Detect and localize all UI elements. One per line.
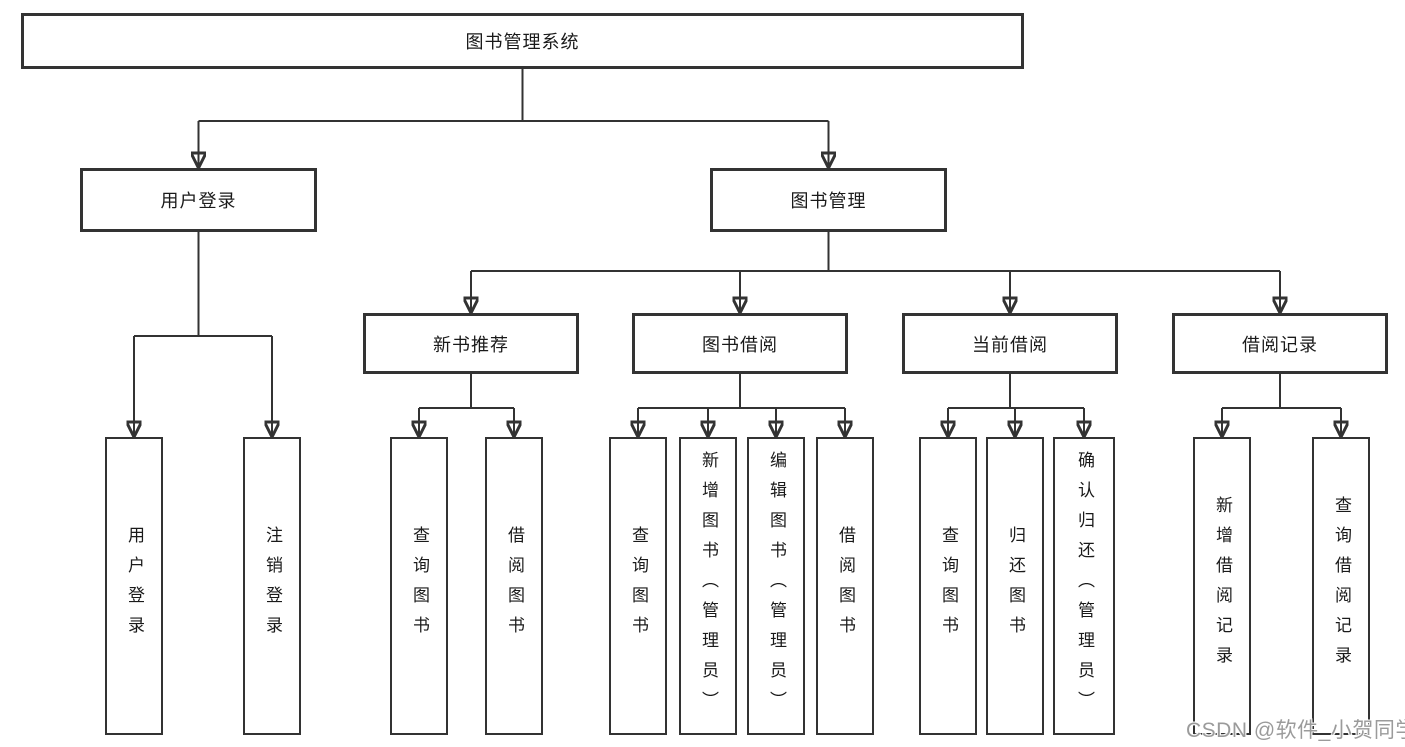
node-current-borrowing-label: 当前借阅 bbox=[972, 334, 1048, 355]
leaf-add-borrow-record: 新增借阅记录 bbox=[1193, 437, 1251, 735]
leaf-user-login: 用户登录 bbox=[105, 437, 163, 735]
connector-book-mgmt-children bbox=[471, 232, 1280, 313]
connector-borrow-record-children bbox=[1222, 374, 1341, 437]
node-book-management: 图书管理 bbox=[710, 168, 947, 232]
csdn-watermark: CSDN @软件_小贺同学 bbox=[1186, 719, 1405, 742]
leaf-query-books-borrowing: 查询图书 bbox=[609, 437, 667, 735]
node-book-borrowing-label: 图书借阅 bbox=[702, 334, 778, 355]
node-borrowing-records-label: 借阅记录 bbox=[1242, 334, 1318, 355]
leaf-logout: 注销登录 bbox=[243, 437, 301, 735]
leaf-return-books: 归还图书 bbox=[986, 437, 1044, 735]
connector-current-borrow-children bbox=[948, 374, 1084, 437]
leaf-edit-books-admin: 编辑图书（管理员） bbox=[747, 437, 805, 735]
leaf-query-books-newbook: 查询图书 bbox=[390, 437, 448, 735]
node-current-borrowing: 当前借阅 bbox=[902, 313, 1118, 374]
node-borrowing-records: 借阅记录 bbox=[1172, 313, 1388, 374]
connector-user-login-children bbox=[134, 232, 272, 437]
connector-book-borrow-children bbox=[638, 374, 845, 437]
node-book-borrowing: 图书借阅 bbox=[632, 313, 848, 374]
leaf-query-borrow-record: 查询借阅记录 bbox=[1312, 437, 1370, 735]
leaf-add-books-admin: 新增图书（管理员） bbox=[679, 437, 737, 735]
connector-root-to-level2 bbox=[199, 69, 829, 168]
leaf-confirm-return-admin: 确认归还（管理员） bbox=[1053, 437, 1115, 735]
connector-new-book-children bbox=[419, 374, 514, 437]
node-root-library-system: 图书管理系统 bbox=[21, 13, 1024, 69]
node-new-book-recommend-label: 新书推荐 bbox=[433, 334, 509, 355]
node-book-management-label: 图书管理 bbox=[790, 191, 867, 211]
node-user-login-label: 用户登录 bbox=[160, 191, 237, 211]
leaf-query-books-current: 查询图书 bbox=[919, 437, 977, 735]
node-user-login: 用户登录 bbox=[80, 168, 317, 232]
leaf-borrow-books-newbook: 借阅图书 bbox=[485, 437, 543, 735]
node-new-book-recommend: 新书推荐 bbox=[363, 313, 579, 374]
node-root-label: 图书管理系统 bbox=[465, 32, 580, 52]
leaf-borrow-books-borrowing: 借阅图书 bbox=[816, 437, 874, 735]
